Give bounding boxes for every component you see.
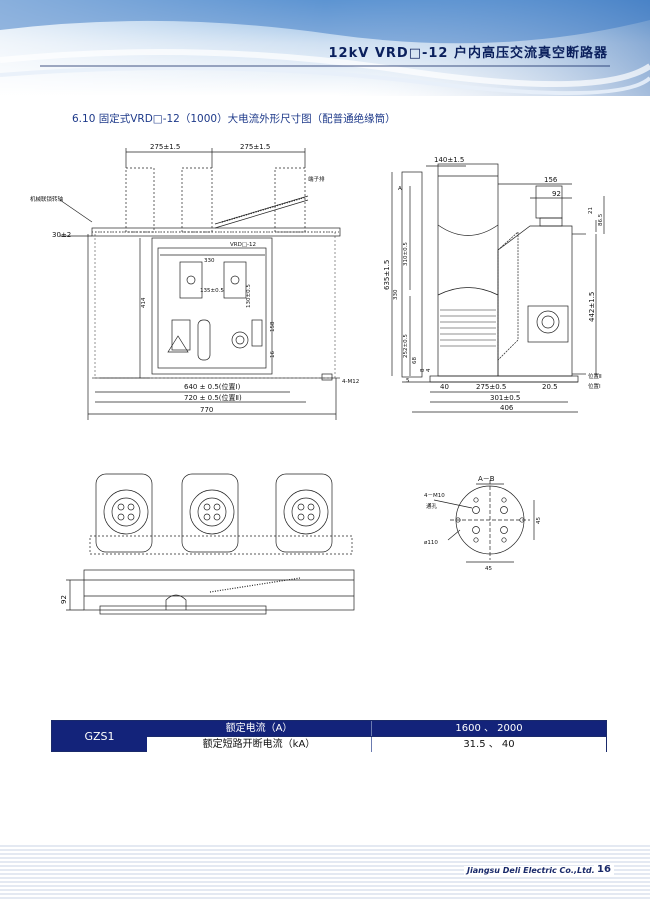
insulating-cylinder xyxy=(437,163,499,377)
plan-base xyxy=(83,569,355,611)
label-mechanism-shaft: 机械联锁转轴 xyxy=(30,195,64,203)
dim-width-pos1: 640 ± 0.5(位置Ⅰ) xyxy=(184,382,241,391)
plan-view xyxy=(66,473,355,615)
dim-21: 21 xyxy=(588,207,594,214)
spec-param: 额定电流（A） xyxy=(147,721,372,736)
spec-row: 额定电流（A） 1600 、 2000 xyxy=(147,721,606,736)
dim-330-side: 330 xyxy=(393,289,399,300)
dim-301: 301±0.5 xyxy=(490,394,520,402)
dim-252: 252±0.5 xyxy=(403,334,409,358)
dim-depth-406: 406 xyxy=(500,404,514,412)
dim-135: 135±0.5 xyxy=(200,288,224,294)
pole-right xyxy=(274,167,306,233)
pole-middle xyxy=(181,167,213,233)
footer-company: Jiangsu Deli Electric Co.,Ltd. xyxy=(464,866,598,875)
dim-5: 5 xyxy=(406,378,410,384)
label-mount-holes: 4-M12 xyxy=(342,379,359,385)
dim-panel-width: 330 xyxy=(204,258,215,264)
spec-value: 1600 、 2000 xyxy=(455,723,523,734)
front-view xyxy=(59,148,341,420)
plan-pole-2 xyxy=(181,473,239,553)
page-title: 12kV VRD□-12 户内高压交流真空断路器 xyxy=(328,46,608,61)
plan-pole-3 xyxy=(275,473,333,553)
dim-top-140: 140±1.5 xyxy=(434,156,464,164)
dim-20: 20.5 xyxy=(542,383,558,391)
spec-row: 额定短路开断电流（kA） 31.5 、 40 xyxy=(147,736,606,752)
label-diameter: ø110 xyxy=(424,540,438,546)
dim-92-plan: 92 xyxy=(60,595,68,604)
header-banner xyxy=(0,0,650,96)
dim-156: 156 xyxy=(544,176,558,184)
dim-45-horizontal: 45 xyxy=(485,566,492,572)
label-through-hole: 通孔 xyxy=(426,502,438,510)
side-left-column xyxy=(401,171,423,378)
dim-86: 86.5 xyxy=(598,213,604,226)
label-nameplate: VRD□-12 xyxy=(230,242,256,248)
label-marker-a: A xyxy=(398,186,402,192)
dim-92-side: 92 xyxy=(552,190,561,198)
dim-16: 16 xyxy=(270,351,276,358)
banner-graphic xyxy=(0,0,650,96)
section-heading: 6.10 固定式VRD□-12（1000）大电流外形尺寸图（配普通绝缘筒） xyxy=(72,113,396,125)
spec-model: GZS1 xyxy=(52,721,147,751)
dim-pitch-left: 275±1.5 xyxy=(150,143,180,151)
dim-4: 4 xyxy=(426,368,432,372)
spec-value: 31.5 、 40 xyxy=(463,739,515,750)
label-position-1: 位置Ⅰ xyxy=(588,382,601,390)
mechanism-panel xyxy=(151,237,273,375)
dim-442: 442±1.5 xyxy=(588,292,596,322)
side-view xyxy=(391,163,605,413)
pole-left xyxy=(125,167,155,233)
page-number: 16 xyxy=(594,864,614,875)
label-section-ab: A－B xyxy=(478,475,495,483)
dim-height-414: 414 xyxy=(141,297,147,308)
label-terminal-block: 端子排 xyxy=(308,175,325,183)
dim-68: 68 xyxy=(412,357,418,364)
dim-275-side: 275±0.5 xyxy=(476,383,506,391)
label-position-2: 位置Ⅱ xyxy=(588,372,602,380)
dim-158: 158 xyxy=(270,321,276,332)
spec-table: GZS1 额定电流（A） 1600 、 2000 额定短路开断电流（kA） 31… xyxy=(51,720,607,752)
dim-height-635: 635±1.5 xyxy=(383,260,391,290)
side-mechanism-housing xyxy=(497,225,573,377)
dim-310: 310±0.5 xyxy=(403,242,409,266)
dim-offset: 30±2 xyxy=(52,231,71,239)
dim-130: 130±0.5 xyxy=(246,284,252,308)
dim-width-pos2: 720 ± 0.5(位置Ⅱ) xyxy=(184,393,242,402)
spec-param: 额定短路开断电流（kA） xyxy=(147,737,372,752)
detail-view xyxy=(433,480,535,563)
dim-40: 40 xyxy=(440,383,449,391)
front-outline xyxy=(94,231,336,379)
plan-pole-1 xyxy=(95,473,153,553)
dim-45-vertical: 45 xyxy=(536,517,542,524)
dim-pitch-right: 275±1.5 xyxy=(240,143,270,151)
dim-total-width: 770 xyxy=(200,406,213,414)
terminal-block xyxy=(214,195,309,229)
label-holes: 4－M10 xyxy=(424,493,445,499)
dim-8: 8 xyxy=(420,368,426,372)
